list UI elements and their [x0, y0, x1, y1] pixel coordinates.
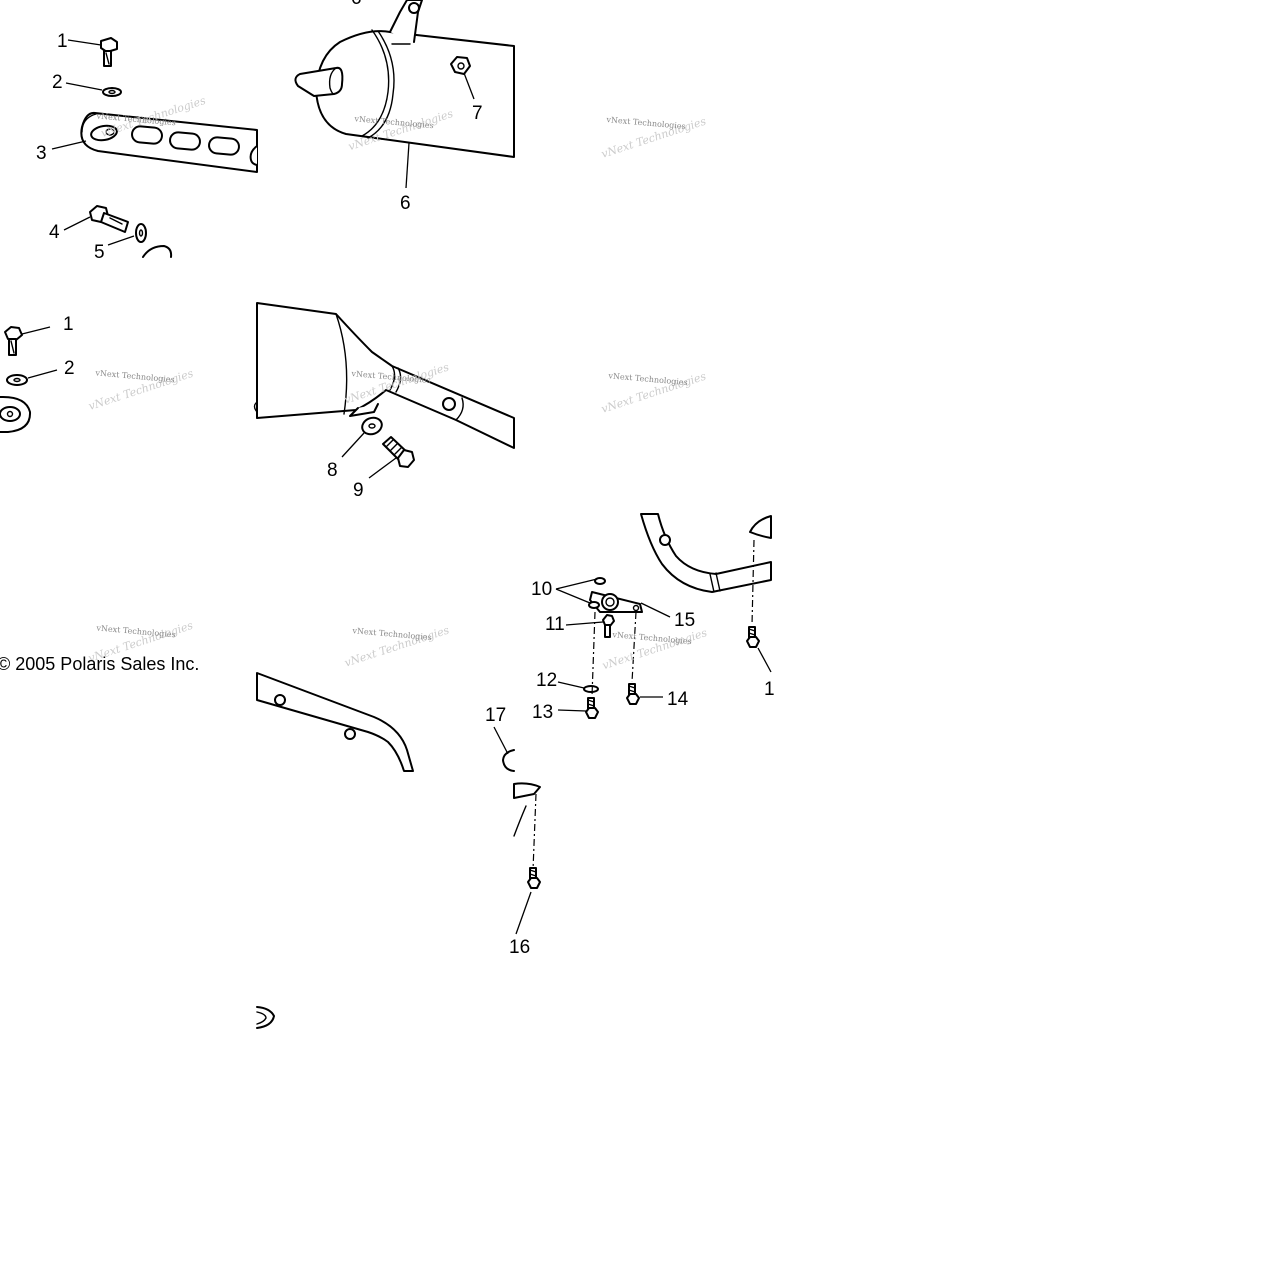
callout-label: 6: [400, 193, 411, 214]
tile-pipe-section: vNext Technologies vNext Technologies: [256, 623, 451, 772]
washer-5: [135, 223, 147, 243]
tile-copyright: vNext Technologies vNext Technologies © …: [0, 619, 199, 674]
callout-label: 11: [545, 614, 565, 635]
callout-label: 1: [57, 31, 68, 52]
callout-label: 13: [532, 702, 553, 723]
washer-10a: [594, 577, 606, 585]
callout-label: 10: [531, 579, 552, 600]
tile-bolt-16: 16: [509, 782, 541, 958]
callout-label: 4: [49, 222, 60, 243]
bolt-1: [100, 37, 118, 67]
bolt-9: [382, 436, 415, 468]
tile-muffler: 6 7 6 vNext Technologies vNext Technolog…: [294, 0, 515, 214]
watermark-text: vNext Technologies: [351, 626, 432, 642]
bolt-right-edge: [746, 626, 760, 648]
bolt-4: [89, 205, 129, 233]
callout-label: 17: [485, 705, 506, 726]
callout-label: 1: [63, 314, 74, 335]
callout-label: 14: [667, 689, 689, 710]
bolt-13: [585, 697, 599, 719]
washer-10b: [588, 601, 600, 609]
callout-label: 2: [52, 72, 63, 93]
washer-8: [361, 416, 383, 436]
callout-label-partial: 6: [351, 0, 362, 9]
muffler-body-end: [253, 302, 515, 449]
watermark-text: vNext Technologies: [94, 368, 175, 384]
tile-hardware-set: 1 2 3 4 5 vNext Technologies vNext Techn…: [36, 31, 258, 263]
callout-label-partial: 16: [509, 937, 530, 958]
callout-label: 9: [353, 480, 364, 501]
watermark-text: vNext Technologies: [607, 371, 688, 387]
tile-blank-b: vNext Technologies vNext Technologies: [600, 369, 708, 415]
copyright-notice: © 2005 Polaris Sales Inc.: [0, 654, 199, 674]
watermark-text: vNext Technologies: [605, 115, 686, 131]
bolt-14: [626, 683, 640, 705]
heat-shield-3: [80, 111, 258, 173]
tile-blank-a: vNext Technologies vNext Technologies: [600, 114, 708, 160]
bolt-1b: [4, 326, 23, 356]
tile-hardware-set-2: 1 2 vNext Technologies vNext Technologie…: [0, 314, 195, 433]
bracket-15: [588, 577, 643, 613]
washer-2: [102, 87, 122, 97]
nut-7: [450, 56, 471, 75]
washer-2b: [6, 374, 28, 386]
callout-label: 7: [472, 103, 483, 124]
washer-12: [583, 685, 599, 693]
callout-label: 12: [536, 670, 557, 691]
callout-label: 2: [64, 358, 75, 379]
tile-muffler-outlet: 8 9 vNext Technologies vNext Technologie…: [253, 302, 515, 501]
bolt-16: [527, 867, 541, 889]
callout-label: 5: [94, 242, 105, 263]
tile-ring-fragment: [256, 1006, 275, 1029]
callout-label-partial: 1: [764, 679, 775, 700]
callout-label: 15: [674, 610, 695, 631]
callout-label: 3: [36, 143, 47, 164]
bolt-11: [602, 614, 615, 638]
tile-bracket-fasteners: 10 11 15 12 13 14 17 1 vNext Technologie…: [485, 513, 775, 772]
callout-label: 8: [327, 460, 338, 481]
